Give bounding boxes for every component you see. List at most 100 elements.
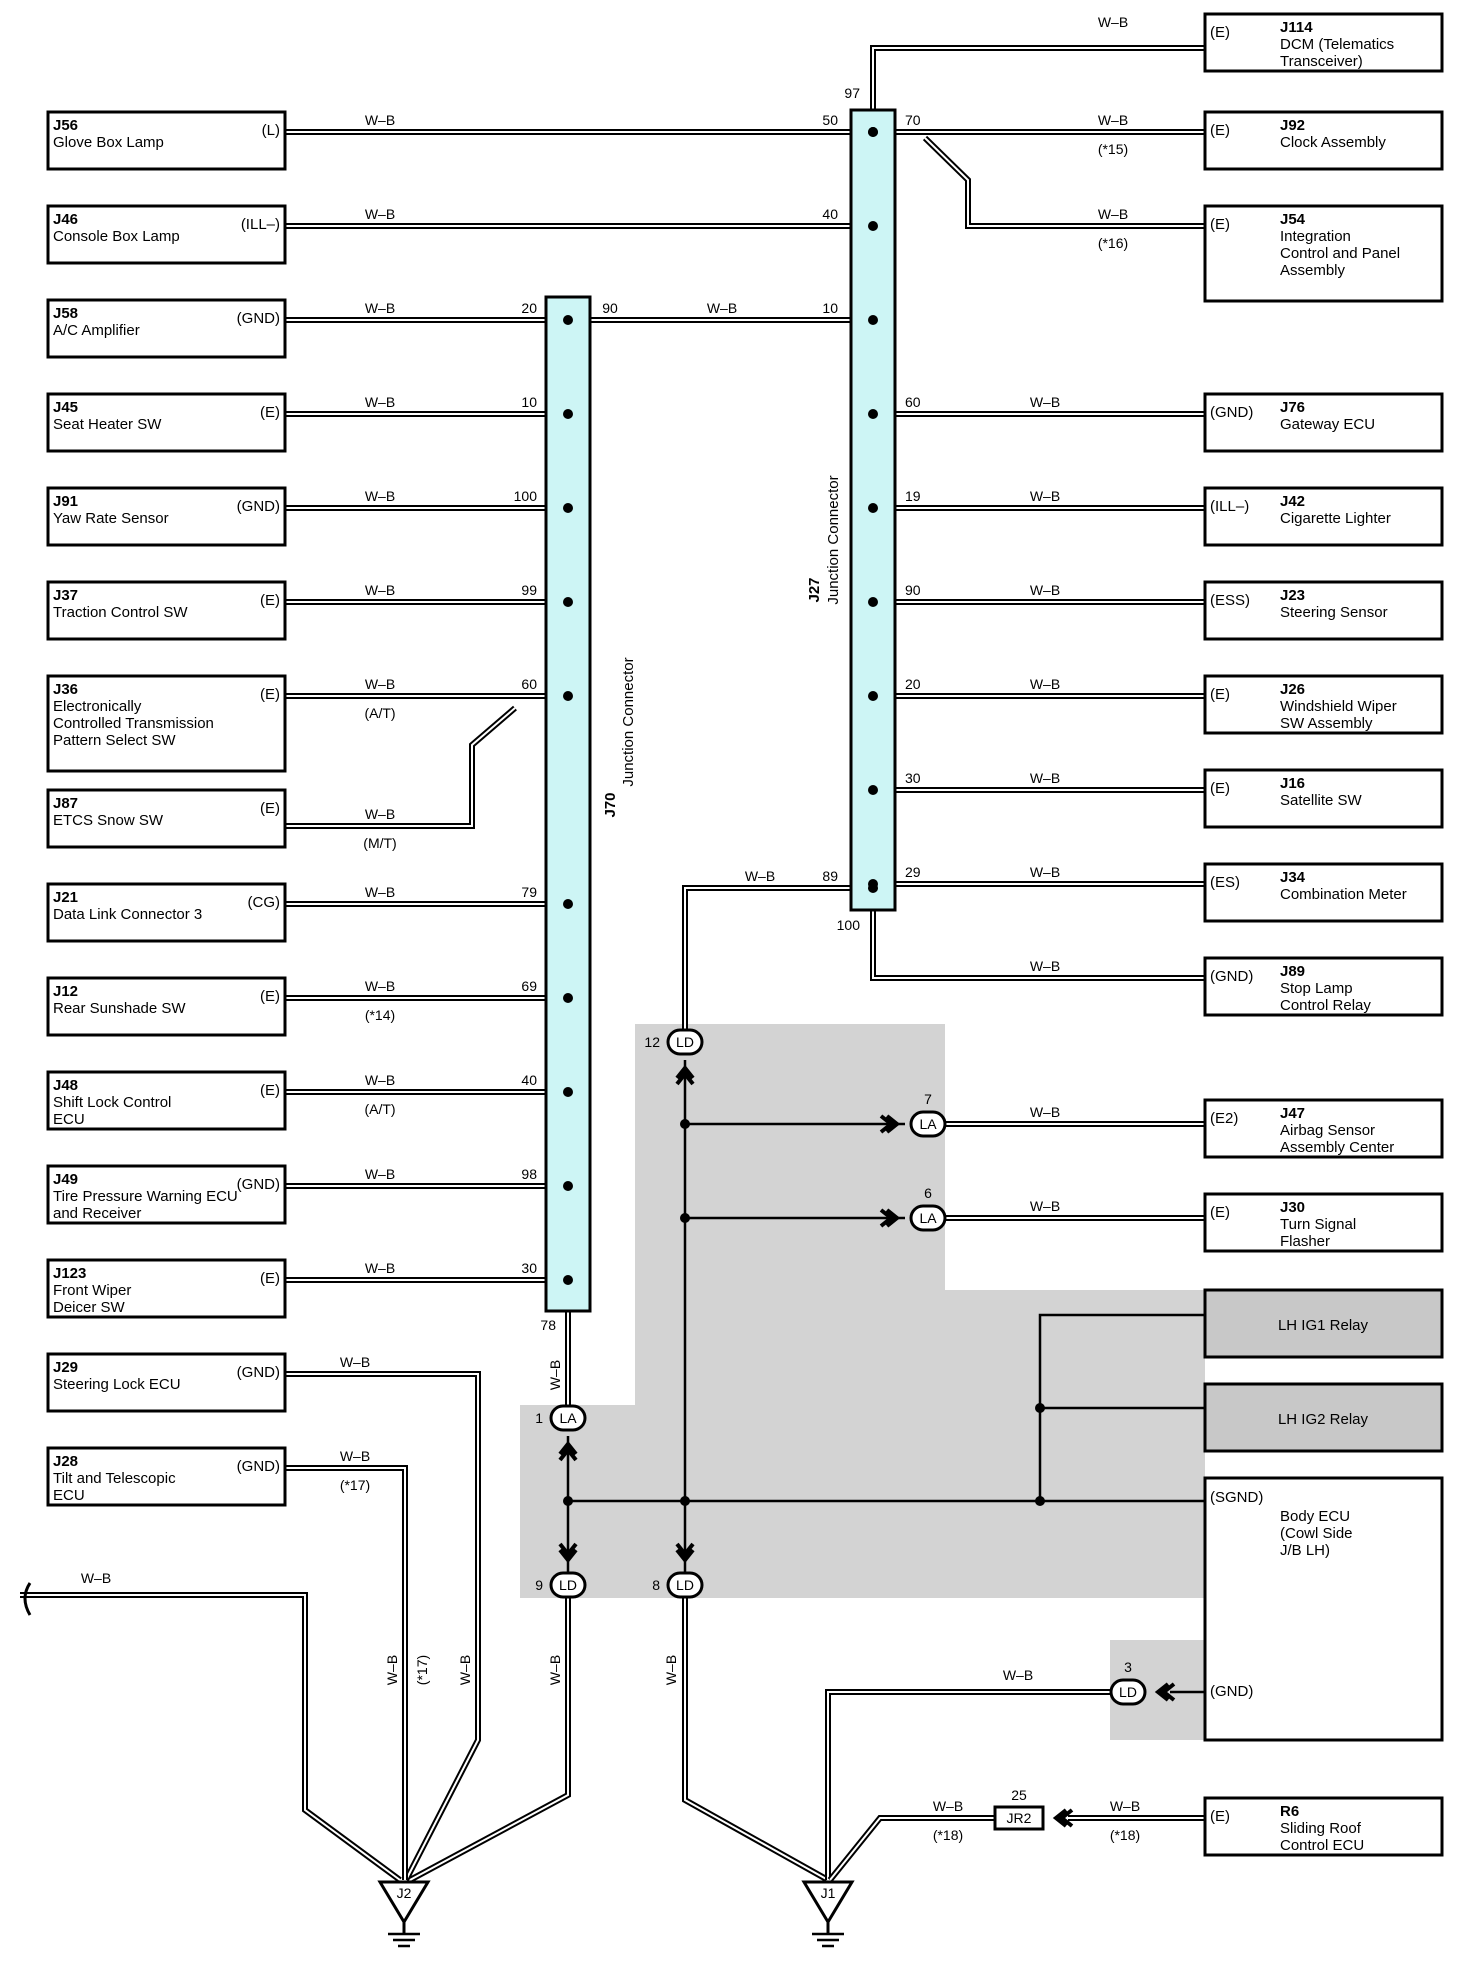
connector-type: LD	[676, 1577, 694, 1593]
wire-j89-core	[872, 910, 1205, 979]
pin-label: (E)	[1210, 216, 1230, 233]
pin-label: (E)	[1210, 780, 1230, 797]
component-id: J56	[53, 117, 78, 134]
component-name: Seat Heater SW	[53, 416, 162, 433]
connector-pin: 1	[535, 1410, 543, 1426]
connector-pin: 8	[652, 1577, 660, 1593]
component-id: J16	[1280, 775, 1305, 792]
splice-dot	[563, 503, 573, 513]
component-j76	[1203, 392, 1444, 453]
wire-color-label: W–B	[547, 1360, 563, 1390]
shaded-zone-main	[520, 1024, 1205, 1598]
component-j30	[1203, 1192, 1444, 1253]
connector-pin: 12	[644, 1034, 660, 1050]
wire-j27-89	[682, 885, 873, 1030]
pin-label: (ILL–)	[1210, 498, 1249, 515]
connector-pin: 6	[924, 1185, 932, 1201]
wire-note: (A/T)	[364, 705, 395, 721]
wire-color-label: W–B	[1030, 1104, 1060, 1120]
terminal-number: 40	[822, 206, 838, 222]
splice-dot	[868, 785, 878, 795]
component-name: Turn Signal	[1280, 1216, 1356, 1233]
component-j34	[1203, 862, 1444, 923]
component-j49	[46, 1164, 287, 1225]
wire-j29-core	[285, 1373, 479, 1881]
wire-j114	[870, 45, 1205, 110]
component-name: Sliding Roof	[1280, 1820, 1362, 1837]
component-name: Tilt and Telescopic	[53, 1470, 176, 1487]
component-name: Windshield Wiper	[1280, 698, 1397, 715]
component-name: Body ECU	[1280, 1508, 1350, 1525]
terminal-number: 98	[521, 1166, 537, 1182]
ground-symbol	[801, 1880, 855, 1925]
component-id: J28	[53, 1453, 78, 1470]
pin-label: (E)	[260, 686, 280, 703]
component-name: Steering Lock ECU	[53, 1376, 181, 1393]
wire-j29	[285, 1371, 481, 1882]
relay-lh-ig2	[1203, 1382, 1444, 1453]
component-j37	[46, 580, 287, 641]
component-id: J58	[53, 305, 78, 322]
wire-color-label: W–B	[340, 1448, 370, 1464]
connector	[909, 1204, 947, 1232]
splice-dot	[563, 409, 573, 419]
wire-ld8-ground	[682, 1598, 830, 1883]
wire-color-label: W–B	[365, 978, 395, 994]
connector	[666, 1028, 704, 1056]
component-name: Assembly Center	[1280, 1139, 1394, 1156]
terminal-number: 10	[521, 394, 537, 410]
j27-name: Junction Connector	[825, 475, 842, 604]
component-id: J45	[53, 399, 78, 416]
connector-arrow	[675, 1064, 695, 1086]
splice-dot	[563, 993, 573, 1003]
splice-dot	[680, 1496, 690, 1506]
component-j29	[46, 1352, 287, 1413]
pin-label: (SGND)	[1210, 1489, 1263, 1506]
terminal-number: 29	[905, 864, 921, 880]
wire-color-label: W–B	[1110, 1798, 1140, 1814]
component-id: J26	[1280, 681, 1305, 698]
component-id: J12	[53, 983, 78, 1000]
component-name: Assembly	[1280, 262, 1346, 279]
wire-ld9-ground-core	[409, 1598, 569, 1881]
splice-dot	[563, 1496, 573, 1506]
connector-arrow	[558, 1440, 578, 1462]
component-id: J29	[53, 1359, 78, 1376]
splice-dot	[868, 221, 878, 231]
component-id: J47	[1280, 1105, 1305, 1122]
wire-color-label: W–B	[933, 1798, 963, 1814]
splice-dot	[868, 127, 878, 137]
connector-arrow	[879, 1208, 901, 1228]
component-id: J36	[53, 681, 78, 698]
pin-label: (E)	[1210, 686, 1230, 703]
component-j89	[1203, 956, 1444, 1017]
terminal-number: 60	[905, 394, 921, 410]
connector-type: LD	[559, 1577, 577, 1593]
connector	[1109, 1678, 1147, 1706]
component-name: ECU	[53, 1111, 85, 1128]
wire-note: (*18)	[1110, 1827, 1140, 1843]
connector-type: JR2	[1007, 1810, 1032, 1826]
terminal-number: 97	[844, 85, 860, 101]
component-id: J21	[53, 889, 78, 906]
terminal-number: 99	[521, 582, 537, 598]
splice-dot	[1035, 1496, 1045, 1506]
component-name: Control Relay	[1280, 997, 1371, 1014]
component-j92	[1203, 110, 1444, 171]
connector	[549, 1571, 587, 1599]
component-name: Combination Meter	[1280, 886, 1407, 903]
wire-color-label: W–B	[1098, 206, 1128, 222]
wire-color-label: W–B	[1030, 676, 1060, 692]
ground-symbol	[377, 1880, 431, 1925]
component-name: Control ECU	[1280, 1837, 1364, 1854]
terminal-number: 20	[905, 676, 921, 692]
relay-lh-ig1	[1203, 1288, 1444, 1359]
wire-color-label: W–B	[365, 582, 395, 598]
splice-dot	[1035, 1403, 1045, 1413]
terminal-number: 60	[521, 676, 537, 692]
terminal-number: 90	[905, 582, 921, 598]
wire-j54-core	[924, 137, 1205, 227]
pin-label: (GND)	[1210, 968, 1253, 985]
connector-type: LD	[1119, 1684, 1137, 1700]
wire-j28-core	[285, 1467, 406, 1880]
